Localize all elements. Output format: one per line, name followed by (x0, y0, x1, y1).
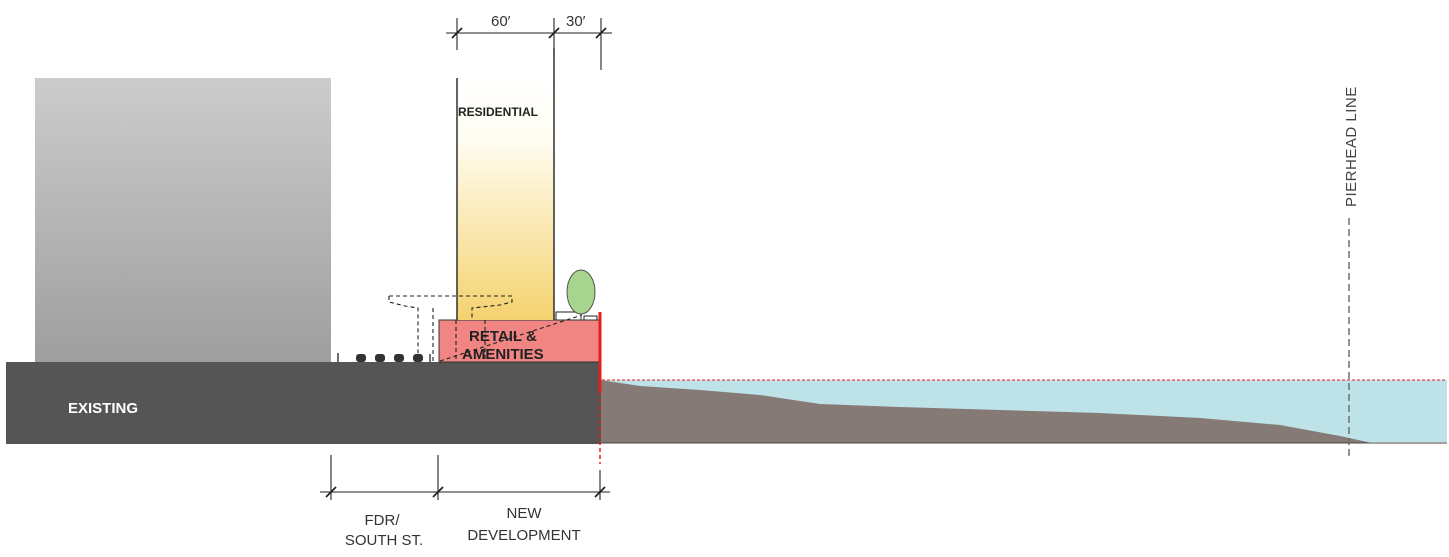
top-dimension (446, 18, 612, 70)
existing-label: EXISTING (68, 400, 138, 417)
residential-tower (457, 78, 554, 320)
riverbed (600, 380, 1372, 443)
existing-building (35, 78, 331, 363)
pierhead-label: PIERHEAD LINE (1343, 86, 1360, 207)
fdr-label-line1: FDR/ (365, 512, 401, 529)
existing-ground (6, 362, 601, 444)
fdr-viaduct-outline (388, 295, 583, 362)
dim-30-label: 30′ (566, 13, 586, 30)
new-dev-label-line2: DEVELOPMENT (467, 527, 580, 544)
cars-icon (337, 353, 431, 362)
fdr-label-line2: SOUTH ST. (345, 532, 423, 549)
retail-label-line1: RETAIL & (469, 328, 537, 345)
retail-label-line2: AMENITIES (462, 346, 544, 363)
dim-60-label: 60′ (491, 13, 511, 30)
new-dev-label-line1: NEW (507, 505, 543, 522)
tree-icon (566, 269, 596, 320)
bottom-dimension (320, 455, 610, 500)
residential-label: RESIDENTIAL (458, 105, 538, 119)
